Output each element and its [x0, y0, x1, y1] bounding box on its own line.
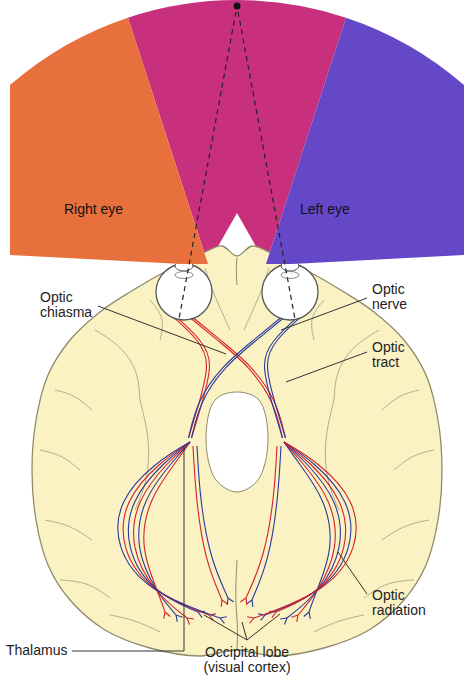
nerve-fiber	[254, 442, 356, 618]
brain-sulcus	[95, 330, 140, 400]
nerve-fiber	[276, 442, 346, 612]
fiber-ending	[176, 615, 177, 622]
leader-line	[247, 614, 280, 640]
longitudinal-fissure	[236, 560, 238, 650]
fiber-ending	[240, 598, 246, 602]
fiber-ending	[164, 612, 165, 619]
structure-label: Occipital lobe (visual cortex)	[192, 645, 302, 675]
fiber-ending	[165, 612, 170, 617]
brain-sulcus	[135, 400, 149, 510]
brain-sulcus	[382, 390, 419, 410]
fiber-ending	[250, 618, 254, 623]
lens	[175, 272, 193, 279]
brain-sulcus	[45, 520, 92, 540]
leader-line	[98, 306, 226, 354]
brain-sulcus	[314, 615, 364, 632]
field-shape	[234, 0, 474, 280]
brain-sulcus	[55, 390, 92, 410]
fiber-ending	[187, 617, 194, 619]
nerve-fiber	[194, 318, 286, 438]
visual-field-sector	[10, 18, 208, 264]
leader-line	[338, 552, 367, 594]
fiber-ending	[309, 612, 310, 619]
brain-sulcus	[110, 615, 160, 632]
fiber-ending	[198, 612, 202, 618]
brain-sulcus	[60, 580, 110, 598]
nerve-fiber	[123, 442, 209, 615]
eyeball	[156, 264, 212, 320]
nerve-fiber	[246, 446, 277, 598]
midbrain	[206, 392, 268, 492]
fiber-ending	[220, 617, 227, 618]
nerve-fiber	[134, 442, 190, 618]
fiber-ending	[227, 598, 229, 605]
nerve-fiber	[284, 442, 340, 618]
visual-field-sector	[266, 18, 464, 264]
eyeball	[262, 264, 318, 320]
nerve-fiber	[193, 446, 222, 600]
field-label: Left eye	[300, 201, 350, 217]
nerve-fiber	[139, 442, 190, 615]
brain-outline	[32, 246, 442, 656]
nerve-fiber	[118, 442, 220, 618]
right-eye-field: Right eye	[0, 0, 240, 280]
leader-line	[286, 352, 367, 382]
fiber-ending	[187, 618, 190, 624]
line-of-sight	[179, 6, 237, 318]
structure-label: Optic chiasma	[40, 290, 92, 320]
fixation-point	[234, 3, 241, 10]
line-of-sight	[237, 6, 295, 318]
structure-label: Optic nerve	[372, 282, 407, 312]
nerve-fiber	[252, 446, 281, 600]
field-shape	[0, 0, 240, 280]
nerve-fiber	[192, 318, 284, 438]
fiber-ending	[304, 612, 309, 617]
field-label: Right eye	[64, 201, 123, 217]
fiber-ending	[251, 600, 253, 607]
brain-sulcus	[382, 520, 429, 540]
nerve-fiber	[265, 442, 351, 615]
left-eye-field: Left eye	[234, 0, 474, 280]
structure-label: Optic radiation	[372, 588, 426, 618]
fiber-ending	[176, 615, 183, 617]
leader-line	[204, 615, 247, 640]
fiber-ending	[284, 618, 287, 624]
longitudinal-fissure	[236, 258, 238, 285]
fiber-ending	[246, 600, 252, 604]
brain-sulcus	[40, 450, 80, 470]
leader-line	[72, 447, 184, 651]
fiber-ending	[221, 600, 223, 607]
nerve-fiber	[197, 446, 228, 598]
structure-label: Thalamus	[6, 643, 67, 658]
fiber-ending	[220, 618, 224, 623]
nerve-fiber	[189, 318, 281, 438]
structure-label: Optic tract	[372, 340, 405, 370]
fiber-ending	[297, 615, 298, 622]
nerve-fiber	[284, 442, 335, 615]
fiber-ending	[245, 598, 247, 605]
nerve-fiber	[268, 318, 300, 438]
brain-sulcus	[394, 450, 434, 470]
leader-line	[242, 622, 247, 640]
fiber-ending	[222, 600, 228, 604]
brain-sulcus	[325, 400, 339, 510]
fiber-ending	[247, 617, 254, 618]
lens	[281, 272, 299, 279]
fiber-ending	[228, 598, 234, 602]
fiber-ending	[291, 615, 298, 617]
fiber-ending	[272, 612, 276, 618]
nerve-fiber	[128, 442, 198, 612]
